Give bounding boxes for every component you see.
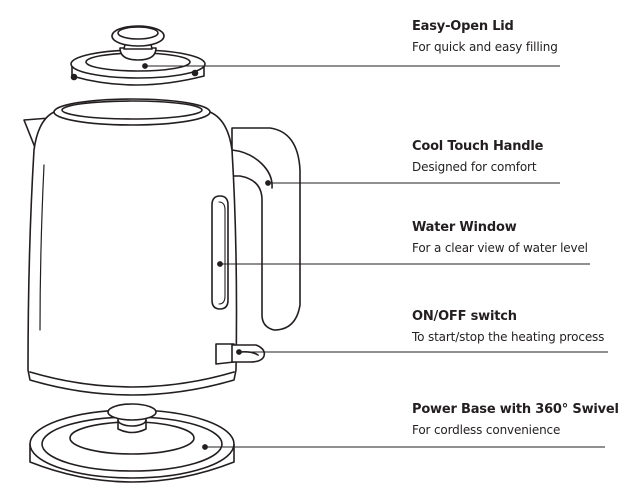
- base-illustration: [29, 403, 235, 483]
- feature-switch: ON/OFF switch To start/stop the heating …: [412, 309, 604, 345]
- callout-dot-window: [217, 261, 223, 267]
- feature-switch-title: ON/OFF switch: [412, 309, 517, 324]
- feature-window-title: Water Window: [412, 220, 517, 235]
- lid-illustration: [70, 25, 206, 86]
- callout-dot-handle: [265, 180, 271, 186]
- feature-base-title: Power Base with 360° Swivel: [412, 402, 619, 417]
- water-window-illustration: [211, 195, 229, 310]
- kettle-body-illustration: [23, 98, 238, 396]
- feature-switch-desc: To start/stop the heating process: [412, 330, 605, 344]
- feature-lid: Easy-Open Lid For quick and easy filling: [412, 19, 558, 55]
- feature-lid-title: Easy-Open Lid: [412, 19, 514, 34]
- feature-base: Power Base with 360° Swivel For cordless…: [412, 402, 619, 438]
- feature-lid-desc: For quick and easy filling: [412, 40, 558, 54]
- feature-window-desc: For a clear view of water level: [412, 241, 588, 255]
- handle-illustration: [231, 127, 301, 331]
- feature-base-desc: For cordless convenience: [412, 423, 561, 437]
- feature-handle-title: Cool Touch Handle: [412, 139, 544, 154]
- feature-handle-desc: Designed for comfort: [412, 160, 537, 174]
- callout-dot-lid: [142, 63, 148, 69]
- callout-dot-base: [202, 444, 208, 450]
- feature-handle: Cool Touch Handle Designed for comfort: [412, 139, 543, 175]
- callout-dot-switch: [236, 349, 242, 355]
- feature-window: Water Window For a clear view of water l…: [412, 220, 588, 256]
